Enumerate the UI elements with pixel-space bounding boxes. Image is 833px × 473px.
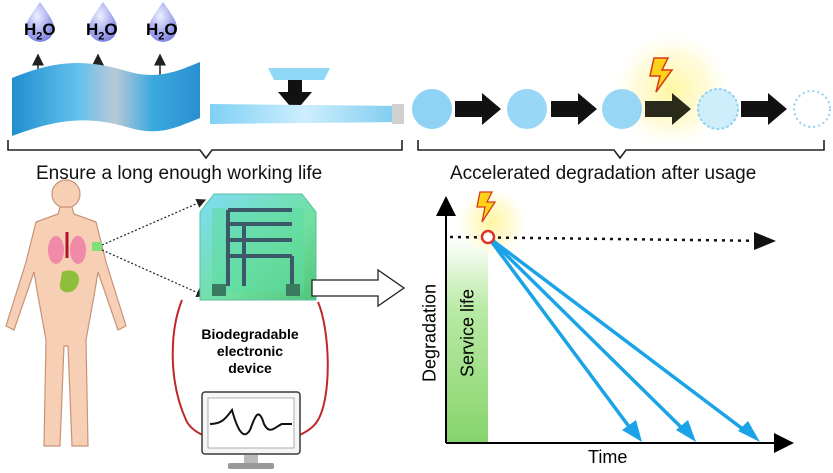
human-body (5, 179, 127, 447)
device-label: Biodegradable electronic device (176, 326, 324, 377)
service-life-label: Service life (457, 288, 478, 378)
sphere-stage-2 (507, 89, 547, 129)
film-edge (392, 104, 404, 124)
pointer-line (101, 198, 207, 246)
press-plate (268, 68, 330, 80)
biodegradable-film (12, 62, 200, 136)
hollow-right-arrow-icon (311, 268, 406, 308)
lightning-icon (649, 57, 674, 93)
arrow-icon (645, 93, 691, 125)
lightning-icon (476, 191, 497, 223)
left-caption: Ensure a long enough working life (36, 163, 323, 184)
baseline-dotted-arrow (449, 235, 773, 243)
water-label: H2O (86, 20, 118, 43)
water-label: H2O (24, 20, 56, 43)
device-label-line1: Biodegradable (201, 326, 299, 342)
monitor-icon (201, 391, 301, 469)
device-label-line3: device (228, 360, 272, 376)
glow-effect (454, 184, 530, 260)
water-label: H2O (146, 20, 178, 43)
water-droplet-icon (26, 2, 177, 42)
degradation-sequence (412, 88, 831, 130)
degradation-chart (436, 184, 794, 453)
sphere-stage-3 (602, 89, 642, 129)
sphere-stage-4 (697, 88, 739, 130)
arrow-icon (741, 93, 787, 125)
intact-sphere (412, 89, 452, 129)
left-bracket (7, 140, 403, 160)
arrow-icon (455, 93, 501, 125)
thin-film (210, 104, 400, 124)
x-axis-label: Time (588, 447, 628, 467)
right-caption: Accelerated degradation after usage (450, 163, 757, 184)
degradation-curves (486, 235, 754, 438)
implant-marker (92, 242, 102, 251)
device-label-line2: electronic (216, 343, 284, 359)
service-life-region (446, 238, 488, 443)
down-arrow-icon (278, 80, 312, 112)
sphere-dissolved (793, 90, 831, 128)
y-axis-label: Degradation (419, 283, 440, 383)
biodegradable-device (199, 193, 317, 301)
right-bracket (417, 140, 825, 160)
pointer-line (101, 249, 207, 297)
trigger-point (480, 229, 496, 245)
arrow-icon (551, 93, 597, 125)
